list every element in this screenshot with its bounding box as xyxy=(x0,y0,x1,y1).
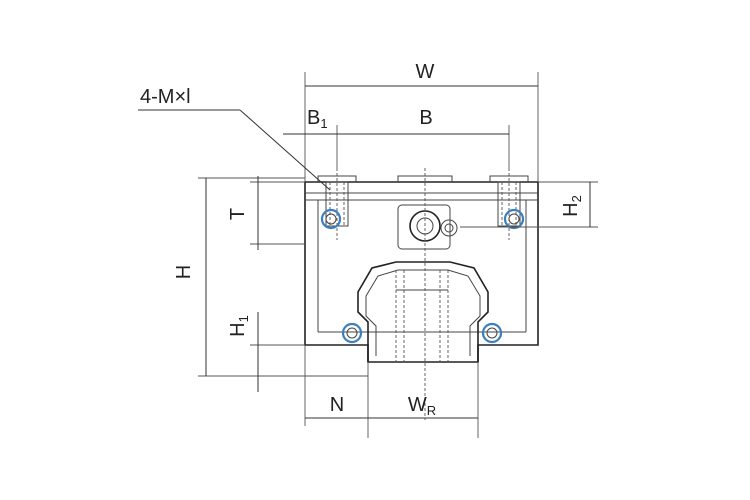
label-H: H xyxy=(173,265,195,279)
dim-H: H xyxy=(173,177,368,377)
rail-profile xyxy=(357,261,489,362)
dim-W: W xyxy=(304,61,539,182)
label-mounting-thread: 4-M×l xyxy=(140,86,191,108)
grease-nipple xyxy=(397,168,458,420)
label-B1: B1 xyxy=(307,107,328,131)
label-W: W xyxy=(416,61,435,83)
dim-T: T xyxy=(227,176,305,250)
label-H1: H1 xyxy=(227,315,251,337)
dim-WR: WR xyxy=(368,362,479,438)
ball-top-left xyxy=(320,208,342,230)
mounting-holes xyxy=(325,168,521,240)
ball-top-right xyxy=(503,208,525,230)
dim-H1: H1 xyxy=(227,312,305,392)
ball-bottom-right xyxy=(481,322,503,344)
label-N: N xyxy=(330,394,344,416)
balls xyxy=(320,208,525,344)
carriage-block xyxy=(304,175,539,363)
label-T: T xyxy=(227,208,249,220)
dim-H2: H2 xyxy=(460,181,598,228)
label-B: B xyxy=(419,107,432,129)
ball-bottom-left xyxy=(341,322,363,344)
label-H2: H2 xyxy=(560,195,584,217)
dim-mounting-thread: 4-M×l xyxy=(138,86,331,191)
label-WR: WR xyxy=(408,394,436,418)
dim-N: N xyxy=(304,345,369,438)
dim-B: B B1 xyxy=(283,107,510,168)
